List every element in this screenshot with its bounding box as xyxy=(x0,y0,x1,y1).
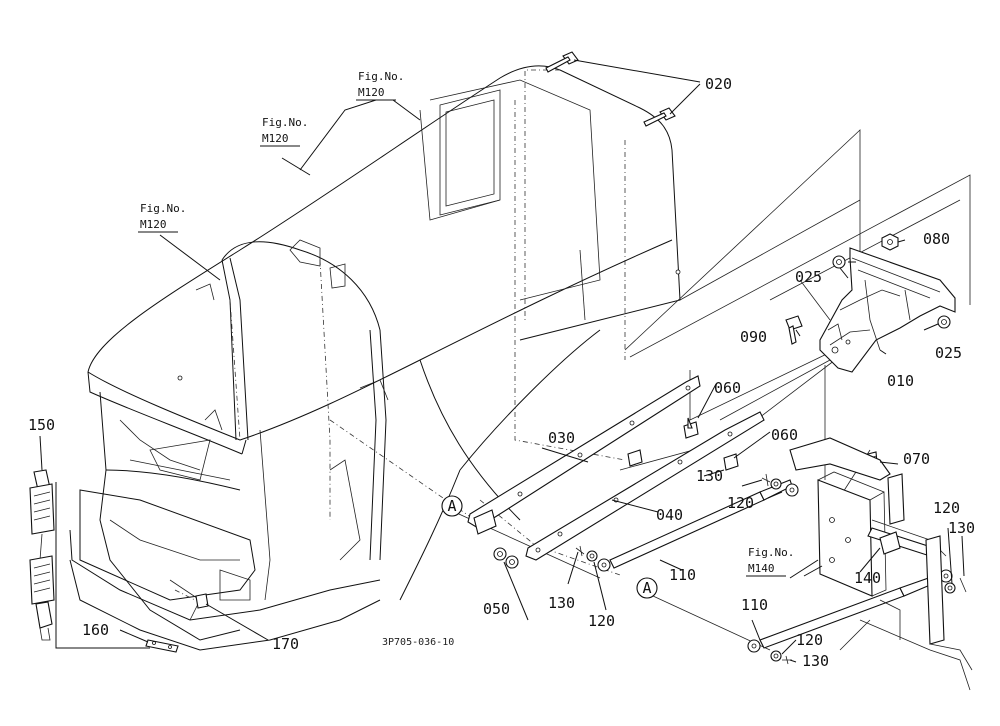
fig-ref-number: M140 xyxy=(748,562,775,575)
nut-025-right xyxy=(937,315,951,329)
nut-050-a xyxy=(493,547,507,561)
leader-lines xyxy=(39,59,965,663)
callout-050: 050 xyxy=(483,600,510,618)
callout-060-lower: 060 xyxy=(771,426,798,444)
fig-ref-label: Fig.No. xyxy=(748,546,794,559)
bolt-060-upper xyxy=(683,417,699,439)
fig-ref-number: M120 xyxy=(262,132,289,145)
clip-130-a xyxy=(575,545,585,557)
drawing-code: 3P705-036-10 xyxy=(382,637,454,648)
callout-090: 090 xyxy=(740,328,767,346)
strap-150 xyxy=(29,469,55,641)
projection-lines xyxy=(449,129,971,651)
nut-050-b xyxy=(505,555,519,569)
callout-120-right: 120 xyxy=(933,499,960,517)
cab-outline xyxy=(69,65,681,651)
callout-labels: 020 080 025 025 090 010 060 060 030 070 … xyxy=(28,75,975,670)
bar-030 xyxy=(467,375,701,535)
bolt-020-upper xyxy=(545,51,579,73)
callout-120-left: 120 xyxy=(588,612,615,630)
callout-110-upper: 110 xyxy=(669,566,696,584)
gas-strut-110-upper xyxy=(597,479,799,572)
fig-ref-m120-middle: Fig.No. M120 xyxy=(260,116,308,147)
callout-040: 040 xyxy=(656,506,683,524)
fastener-170 xyxy=(195,593,209,609)
frame-support xyxy=(789,437,973,691)
callout-130-middle: 130 xyxy=(696,467,723,485)
fig-ref-m120-left: Fig.No. M120 xyxy=(138,202,186,233)
callout-030: 030 xyxy=(548,429,575,447)
nut-080 xyxy=(881,233,899,251)
marker-a-1: A xyxy=(441,495,463,517)
marker-a-1-label: A xyxy=(447,497,456,515)
callout-130-right: 130 xyxy=(948,519,975,537)
washer-120-d xyxy=(770,650,782,662)
fig-ref-label: Fig.No. xyxy=(358,70,404,83)
fig-ref-number: M120 xyxy=(358,86,385,99)
callout-150: 150 xyxy=(28,416,55,434)
callout-120-middle: 120 xyxy=(727,494,754,512)
fig-ref-label: Fig.No. xyxy=(140,202,186,215)
callout-110-lower: 110 xyxy=(741,596,768,614)
bolt-020-lower xyxy=(643,107,676,127)
callout-130-left: 130 xyxy=(548,594,575,612)
washer-120-c xyxy=(944,582,956,594)
callout-080: 080 xyxy=(923,230,950,248)
washer-120-b xyxy=(770,478,782,490)
callout-070: 070 xyxy=(903,450,930,468)
callout-020: 020 xyxy=(705,75,732,93)
fig-ref-label: Fig.No. xyxy=(262,116,308,129)
callout-120-lower: 120 xyxy=(796,631,823,649)
callout-025-left: 025 xyxy=(795,268,822,286)
clip-130-c xyxy=(959,577,967,593)
fig-ref-m140: Fig.No. M140 xyxy=(746,546,794,577)
callout-130-lower: 130 xyxy=(802,652,829,670)
marker-a-2-label: A xyxy=(642,579,651,597)
washer-120-a xyxy=(586,550,598,562)
callout-025-right: 025 xyxy=(935,344,962,362)
callout-170: 170 xyxy=(272,635,299,653)
bracket-010 xyxy=(819,247,956,373)
clip-130-b xyxy=(761,473,771,487)
marker-a-2: A xyxy=(636,577,658,599)
callout-010: 010 xyxy=(887,372,914,390)
clamp-140 xyxy=(879,531,901,555)
nut-025-left xyxy=(832,255,846,269)
bolt-090 xyxy=(785,315,803,345)
fig-ref-number: M120 xyxy=(140,218,167,231)
plate-160 xyxy=(145,639,179,653)
fig-ref-m120-top: Fig.No. M120 xyxy=(356,70,404,101)
callout-160: 160 xyxy=(82,621,109,639)
callout-060-upper: 060 xyxy=(714,379,741,397)
callout-140: 140 xyxy=(854,569,881,587)
